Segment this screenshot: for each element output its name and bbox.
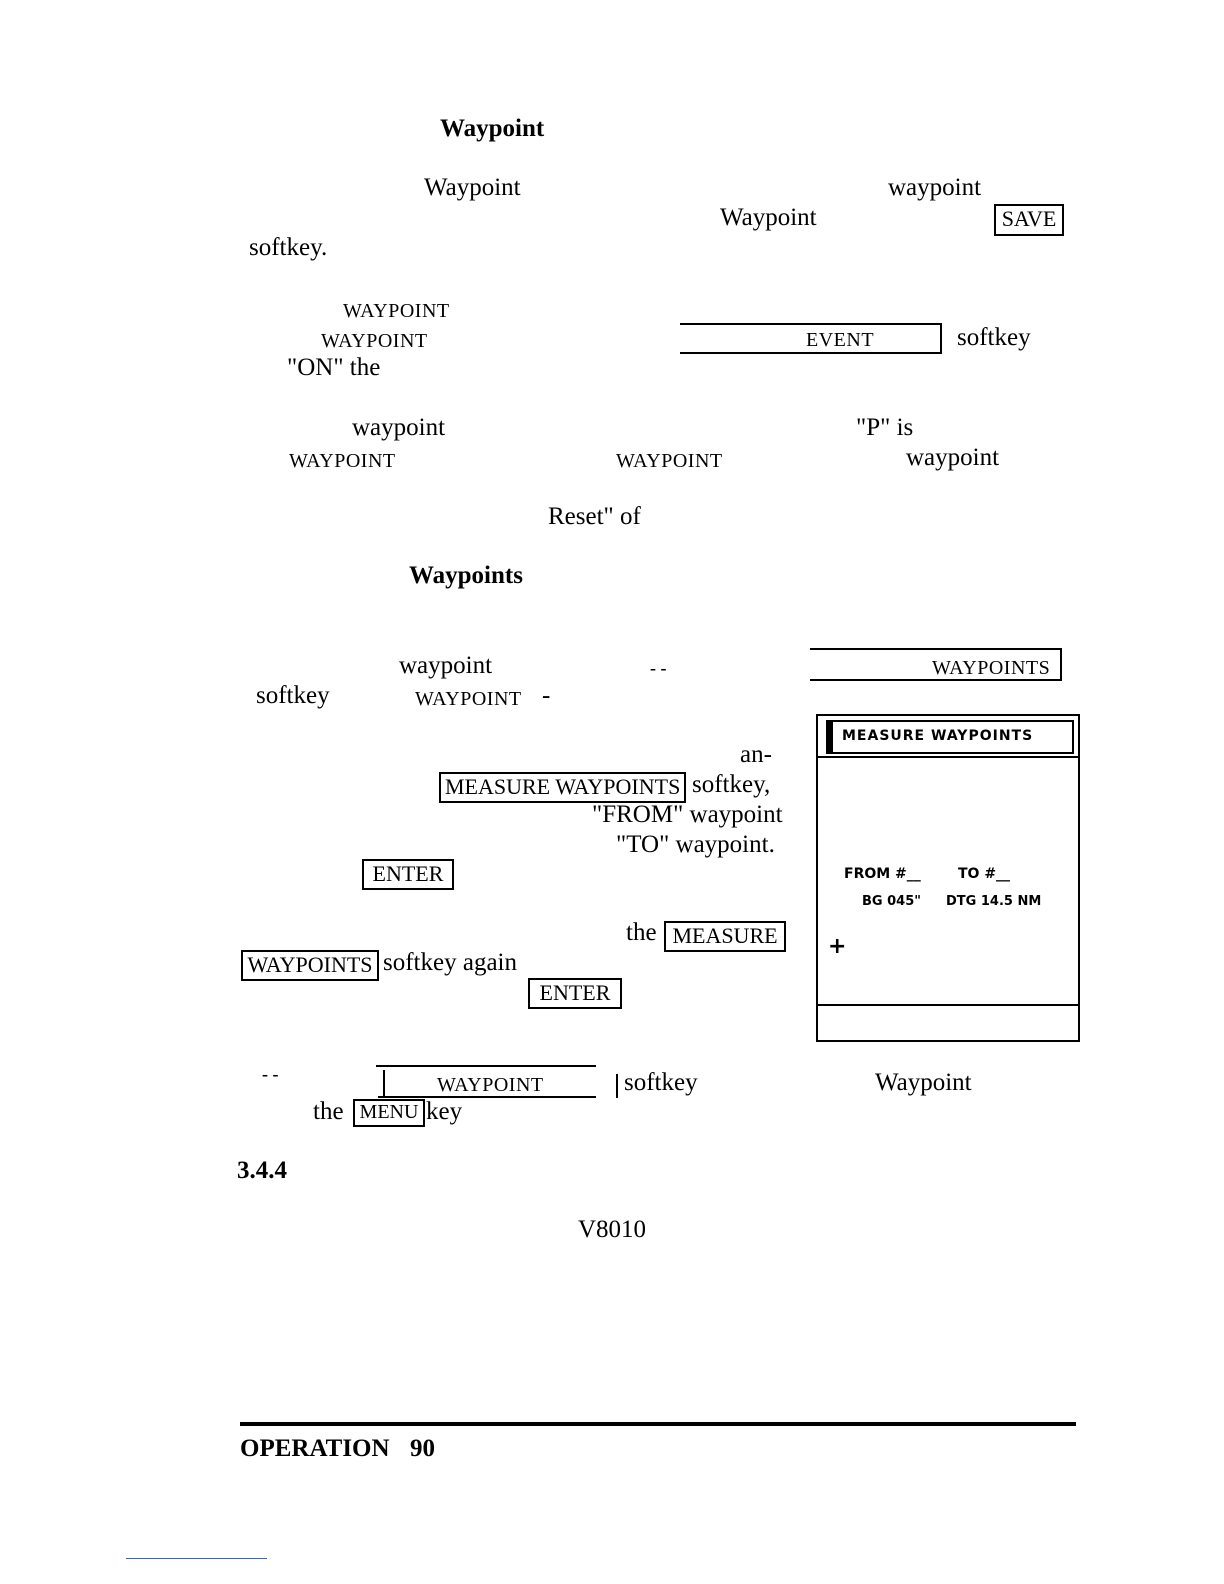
screen-from-label: FROM #__ xyxy=(844,866,921,882)
text-key: key xyxy=(426,1098,463,1125)
screen-to-label: TO #__ xyxy=(958,866,1011,882)
waypoint-key-left-border xyxy=(383,1070,385,1096)
bottom-link-underline xyxy=(126,1558,267,1559)
event-key-top-border xyxy=(680,323,942,325)
text-the: the xyxy=(626,919,657,946)
waypoints-key-top-border xyxy=(810,648,1062,650)
waypoint-key-bottom-border xyxy=(378,1096,596,1098)
waypoints-key-label: WAYPOINTS xyxy=(932,657,1051,679)
screen-softkey-divider xyxy=(818,1004,1078,1006)
text-softkey: softkey. xyxy=(249,234,328,261)
page-number: 90 xyxy=(410,1435,435,1462)
text-waypoint: Waypoint xyxy=(875,1069,972,1096)
screen-title-marker xyxy=(828,722,833,752)
screen-title: MEASURE WAYPOINTS xyxy=(842,728,1034,744)
text-dashes: - - xyxy=(262,1064,279,1084)
waypoints-key: WAYPOINTS xyxy=(241,950,379,981)
text-from-waypoint: "FROM" waypoint xyxy=(592,801,783,828)
text-waypoint: Waypoint xyxy=(720,204,817,231)
text-waypoint: waypoint xyxy=(906,444,1000,471)
text-on-the: "ON" the xyxy=(287,354,381,381)
text-reset-of: Reset" of xyxy=(548,503,641,530)
text-model-number: V8010 xyxy=(578,1216,647,1243)
waypoint-key-label: WAYPOINT xyxy=(437,1074,544,1096)
menu-key: MENU xyxy=(353,1099,425,1127)
text-softkey-again: softkey again xyxy=(383,949,517,976)
section-number: 3.4.4 xyxy=(237,1157,287,1184)
text-p-is: "P" is xyxy=(856,414,914,441)
section-heading-waypoints: Waypoints xyxy=(409,562,523,589)
save-key: SAVE xyxy=(994,204,1064,236)
text-waypoint-smallcaps: WAYPOINT xyxy=(321,330,428,352)
screen-dtg: DTG 14.5 NM xyxy=(946,894,1042,909)
text-to-waypoint: "TO" waypoint. xyxy=(616,831,775,858)
footer-label: OPERATION xyxy=(240,1435,390,1462)
text-the: the xyxy=(313,1098,344,1125)
waypoint-key-top-border xyxy=(376,1065,596,1067)
section-heading-waypoint: Waypoint xyxy=(440,115,545,142)
screen-title-bar: MEASURE WAYPOINTS xyxy=(826,720,1074,754)
text-waypoint: waypoint xyxy=(352,414,446,441)
screen-bearing: BG 045" xyxy=(862,894,922,909)
cursor-icon: + xyxy=(828,934,847,959)
measure-waypoints-screen: MEASURE WAYPOINTS FROM #__ TO #__ BG 045… xyxy=(816,714,1080,1042)
enter-key: ENTER xyxy=(362,859,454,890)
text-waypoint-smallcaps: WAYPOINT xyxy=(343,300,450,322)
waypoints-key-right-border xyxy=(1060,648,1062,681)
text-softkey: softkey xyxy=(256,682,330,709)
measure-waypoints-key: MEASURE WAYPOINTS xyxy=(439,772,686,803)
event-key-bottom-border xyxy=(680,352,942,354)
text-waypoint-smallcaps: WAYPOINT xyxy=(415,688,522,710)
screen-title-divider xyxy=(818,756,1078,758)
text-an: an- xyxy=(740,741,772,768)
waypoints-key-bottom-border xyxy=(810,679,1062,681)
text-waypoint: waypoint xyxy=(399,652,493,679)
measure-key: MEASURE xyxy=(664,921,786,952)
text-waypoint: Waypoint xyxy=(424,174,521,201)
text-dash: - xyxy=(542,682,551,709)
event-key-right-border xyxy=(940,323,942,354)
waypoint-key-right-mark xyxy=(616,1074,618,1098)
text-dashes: - - xyxy=(650,658,667,678)
text-softkey: softkey, xyxy=(692,771,771,798)
enter-key: ENTER xyxy=(528,978,622,1009)
text-waypoint-smallcaps: WAYPOINT xyxy=(289,450,396,472)
text-waypoint-smallcaps: WAYPOINT xyxy=(616,450,723,472)
text-softkey: softkey xyxy=(957,324,1031,351)
text-softkey: softkey xyxy=(624,1069,698,1096)
event-key-label: EVENT xyxy=(806,329,875,351)
footer-rule xyxy=(240,1422,1076,1426)
text-waypoint: waypoint xyxy=(888,174,982,201)
